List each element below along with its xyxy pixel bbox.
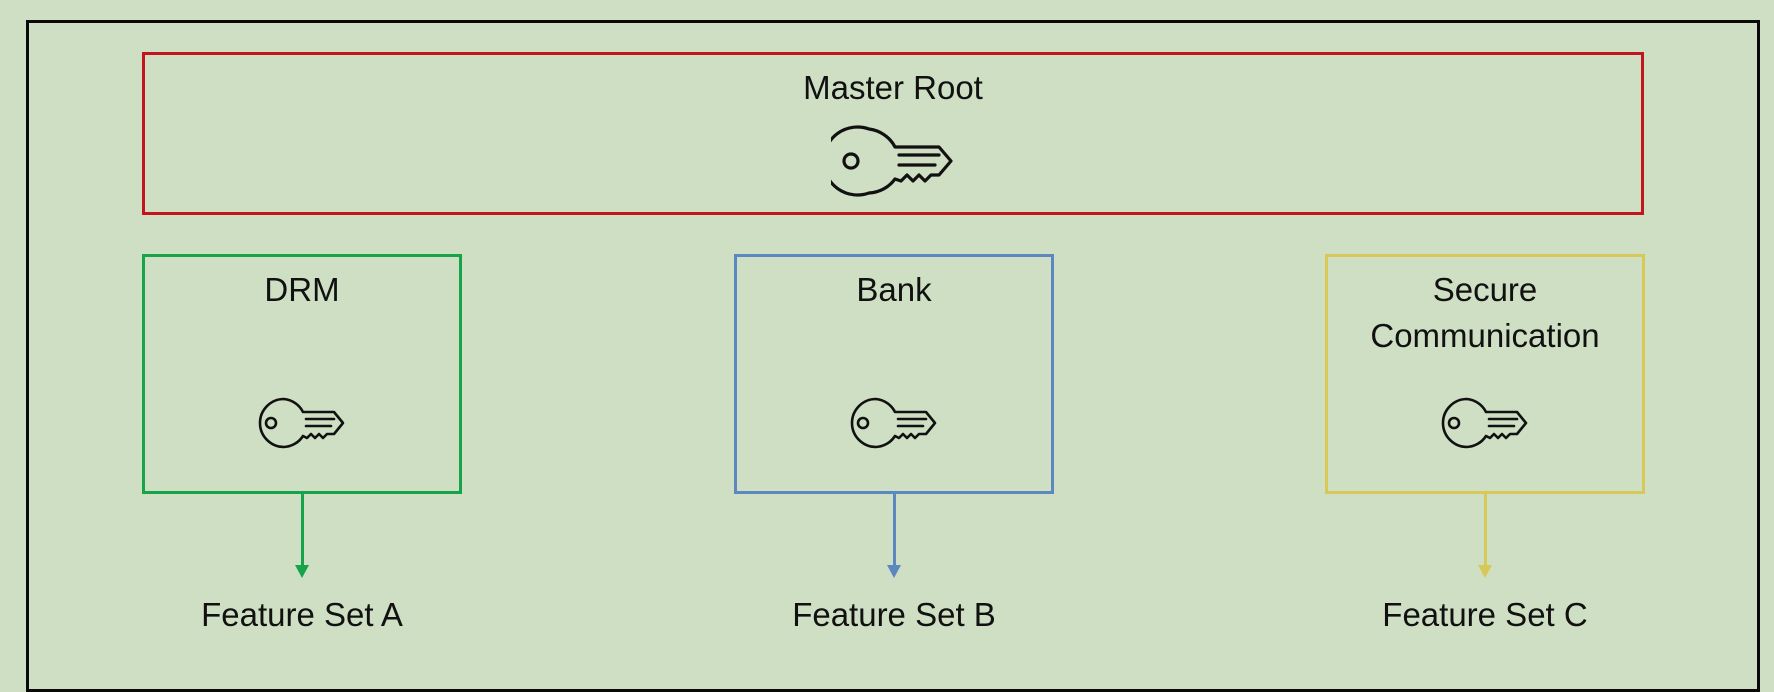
key-icon (1441, 397, 1528, 449)
arrow-head (295, 565, 309, 578)
master-root-label: Master Root (803, 69, 983, 106)
feature-set-b-label: Feature Set B (792, 596, 996, 633)
secure-communication-label-line-1: Secure (1432, 271, 1538, 308)
secure-communication-label-line-2: Communication (1370, 317, 1600, 354)
feature-set-a-label: Feature Set A (201, 596, 403, 633)
arrow-head (887, 565, 901, 578)
secure-communication-box: Secure Communication (1325, 254, 1645, 494)
drm-label: DRM (264, 271, 340, 308)
bank-label: Bank (856, 271, 932, 308)
secure-communication-label: Secure Communication (1328, 267, 1642, 359)
bank-box: Bank (734, 254, 1054, 494)
drm-box: DRM (142, 254, 462, 494)
arrow-drm (295, 494, 309, 578)
key-icon (258, 397, 345, 449)
arrow-bank (887, 494, 901, 578)
master-root-box: Master Root (142, 52, 1644, 215)
key-icon (831, 125, 953, 197)
arrow-head (1478, 565, 1492, 578)
key-icon (850, 397, 937, 449)
feature-set-c-label: Feature Set C (1382, 596, 1588, 633)
arrow-secure-communication (1478, 494, 1492, 578)
